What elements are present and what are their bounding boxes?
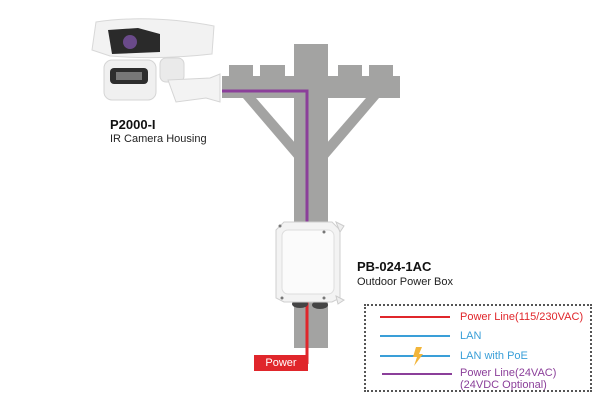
power-label: Power xyxy=(254,355,308,371)
power-box-description: Outdoor Power Box xyxy=(357,276,453,288)
utility-pole xyxy=(222,44,400,348)
legend: Power Line(115/230VAC) LAN LAN with PoE … xyxy=(364,304,592,392)
legend-label-24vdc-optional: (24VDC Optional) xyxy=(460,379,547,391)
power-box-image xyxy=(275,220,345,309)
camera-housing-image xyxy=(91,18,221,103)
legend-label-power-24vac: Power Line(24VAC) xyxy=(460,367,557,379)
camera-model: P2000-I xyxy=(110,117,156,132)
legend-label-lan: LAN xyxy=(460,330,482,342)
lightning-bolt-icon xyxy=(413,347,423,366)
power-line-24vac xyxy=(222,89,309,228)
camera-description: IR Camera Housing xyxy=(110,133,207,145)
legend-label-lan-poe: LAN with PoE xyxy=(460,350,528,362)
legend-lines xyxy=(380,316,452,375)
power-box-model: PB-024-1AC xyxy=(357,259,432,274)
legend-label-power-ac: Power Line(115/230VAC) xyxy=(460,311,584,323)
